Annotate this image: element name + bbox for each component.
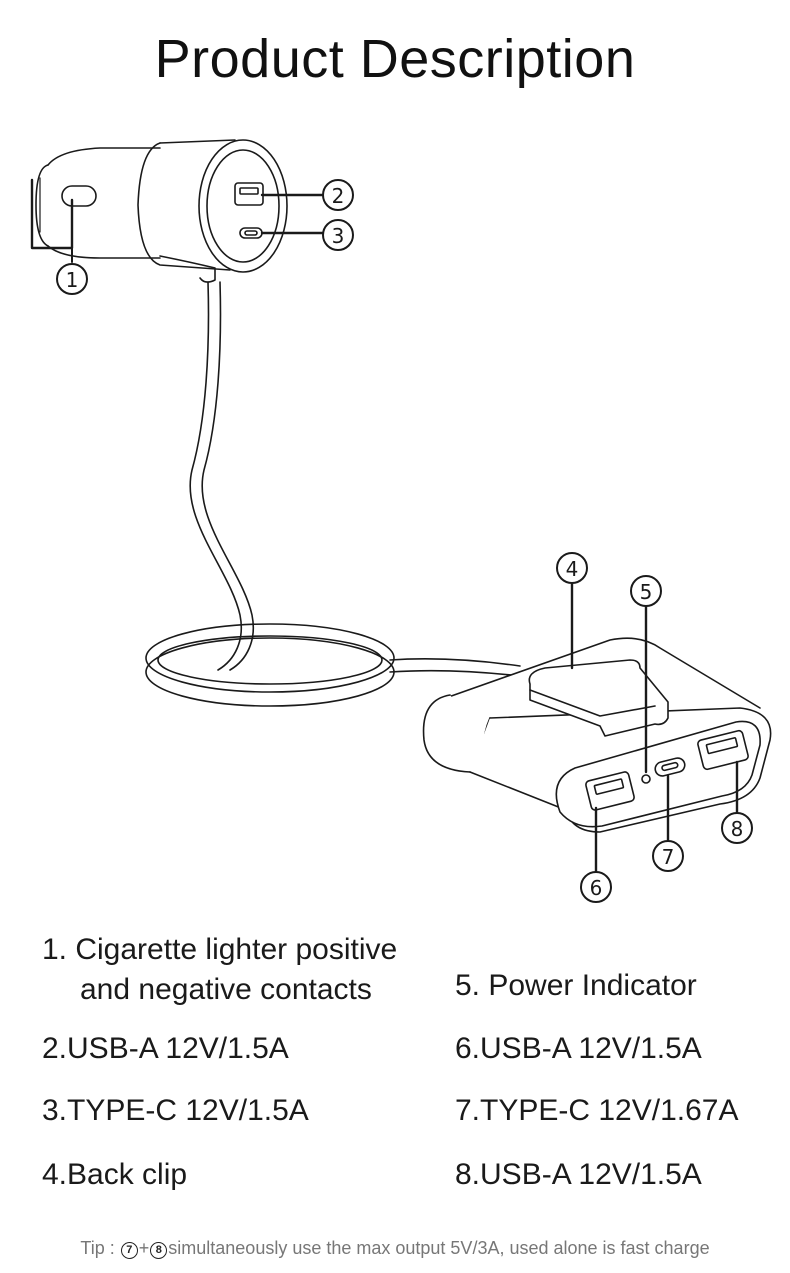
usb-hub-body xyxy=(422,637,772,833)
callout-1: 1 xyxy=(66,268,79,292)
tip-text: simultaneously use the max output 5V/3A,… xyxy=(168,1238,710,1258)
callout-6: 6 xyxy=(590,876,603,900)
usb-a-port-8 xyxy=(697,729,749,771)
callout-7: 7 xyxy=(662,845,675,869)
tip-port-8-badge: 8 xyxy=(150,1242,168,1259)
product-diagram: 1 2 3 4 5 6 7 8 xyxy=(30,139,772,903)
car-charger-plug xyxy=(30,139,288,283)
callout-2: 2 xyxy=(332,184,345,208)
back-clip-4 xyxy=(528,659,669,737)
callout-leaders xyxy=(260,193,739,874)
description-item-5: 5. Power Indicator xyxy=(455,969,697,1002)
description-item-1: 1. Cigarette lighter positive and negati… xyxy=(42,930,397,1010)
callout-4: 4 xyxy=(566,557,579,581)
description-item-3: 3.TYPE-C 12V/1.5A xyxy=(42,1094,309,1127)
tip-prefix: Tip : xyxy=(80,1238,120,1258)
type-c-port-7 xyxy=(654,757,686,777)
power-indicator-5 xyxy=(641,774,651,784)
callout-5: 5 xyxy=(640,580,653,604)
lighter-contact xyxy=(61,185,97,207)
callout-3: 3 xyxy=(332,224,345,248)
description-item-1-line2: and negative contacts xyxy=(80,973,372,1006)
usb-a-port-6 xyxy=(585,771,635,811)
description-item-8: 8.USB-A 12V/1.5A xyxy=(455,1158,702,1191)
description-item-2: 2.USB-A 12V/1.5A xyxy=(42,1032,289,1065)
tip-port-7-badge: 7 xyxy=(120,1242,138,1259)
description-item-6: 6.USB-A 12V/1.5A xyxy=(455,1032,702,1065)
description-item-4: 4.Back clip xyxy=(42,1158,188,1191)
usb-a-port-2 xyxy=(234,182,264,206)
description-item-1-line1: 1. Cigarette lighter positive xyxy=(42,933,398,966)
charger-face xyxy=(198,139,288,273)
description-item-7: 7.TYPE-C 12V/1.67A xyxy=(455,1094,739,1127)
tip-plus: + xyxy=(138,1238,150,1258)
page-title: Product Description xyxy=(154,29,636,89)
type-c-port-3 xyxy=(239,227,263,239)
callout-8: 8 xyxy=(731,817,744,841)
callout-1-bracket xyxy=(30,178,74,250)
coiled-cable xyxy=(145,281,521,707)
